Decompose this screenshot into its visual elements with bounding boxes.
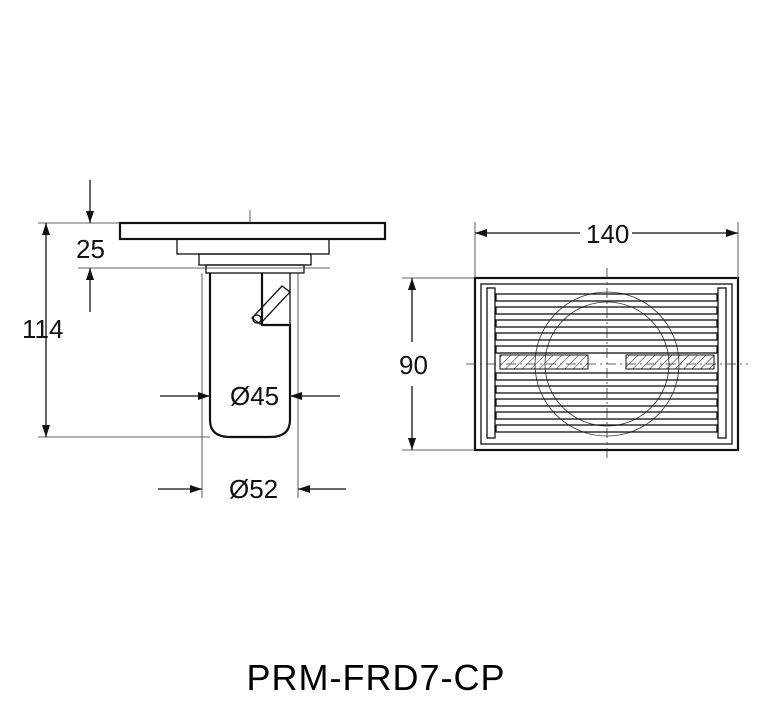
dim-52-label: Ø52	[229, 474, 278, 504]
dim-52: Ø52	[158, 474, 346, 504]
dim-140: 140	[475, 219, 738, 249]
side-view: 114 25 Ø45 Ø52	[22, 180, 387, 504]
top-extension-lines	[402, 222, 739, 451]
dim-114-label: 114	[22, 314, 63, 344]
dim-45-label: Ø45	[230, 381, 279, 411]
dim-45: Ø45	[160, 381, 340, 411]
grate	[466, 268, 748, 460]
dim-90-label: 90	[399, 350, 428, 380]
drain-body	[118, 221, 387, 439]
top-view: 140 90	[399, 219, 748, 460]
dim-140-label: 140	[586, 219, 629, 249]
extension-lines	[38, 210, 330, 498]
model-code: PRM-FRD7-CP	[247, 657, 506, 698]
dim-114: 114	[22, 223, 63, 437]
dim-25: 25	[76, 180, 105, 312]
dim-25-label: 25	[76, 234, 105, 264]
dim-90: 90	[399, 278, 428, 450]
